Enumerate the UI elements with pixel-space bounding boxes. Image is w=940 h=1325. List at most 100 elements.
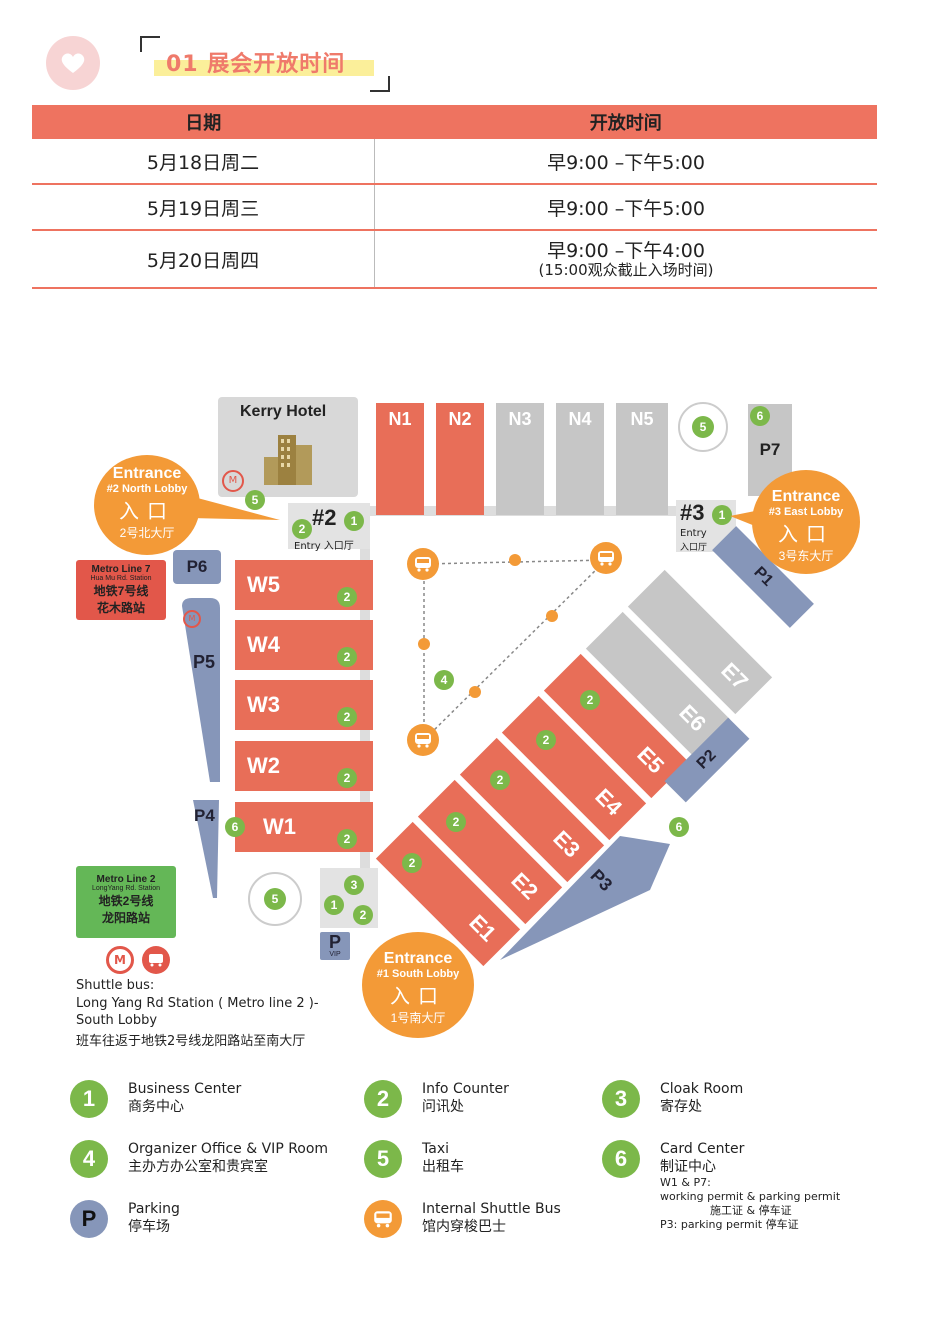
title-bracket-right xyxy=(370,76,390,92)
hall-label: E5 xyxy=(632,741,670,779)
table-row: 5月19日周三 早9:00 –下午5:00 xyxy=(32,184,877,231)
title-highlight xyxy=(154,60,374,76)
shuttle-stop-icon xyxy=(407,724,439,756)
info-counter-marker: 2 xyxy=(337,707,357,727)
legend-cn: 主办方办公室和贵宾室 xyxy=(128,1159,268,1175)
shuttle-route xyxy=(418,554,608,742)
shuttle-stop-icon xyxy=(590,542,622,574)
time-cell: 早9:00 –下午4:00 (15:00观众截止入场时间) xyxy=(374,230,877,289)
entrance-title: Entrance xyxy=(383,950,453,967)
metro-logo-icon: M xyxy=(222,470,244,492)
legend-cn: 停车场 xyxy=(128,1219,170,1235)
info-counter-icon: 2 xyxy=(364,1080,402,1118)
entrance-north[interactable]: Entrance #2 North Lobby 入口 2号北大厅 xyxy=(94,455,200,555)
info-counter-marker: 2 xyxy=(337,647,357,667)
legend-cn: 问讯处 xyxy=(422,1099,464,1115)
legend-en: Info Counter xyxy=(422,1081,509,1097)
parking-p4-label[interactable]: P4 xyxy=(194,806,215,825)
hall-n5[interactable]: N5 xyxy=(616,403,668,515)
entrance-south[interactable]: Entrance #1 South Lobby 入口 1号南大厅 xyxy=(362,932,474,1038)
shuttle-note-line2: Long Yang Rd Station ( Metro line 2 )- xyxy=(76,996,319,1011)
info-counter-marker: 2 xyxy=(292,519,312,539)
parking-label: P7 xyxy=(759,440,781,459)
table-row: 5月20日周四 早9:00 –下午4:00 (15:00观众截止入场时间) xyxy=(32,230,877,289)
parking-label: P2 xyxy=(693,746,720,773)
entry-3-label-en: Entry xyxy=(680,528,707,539)
title-bracket-left xyxy=(140,36,160,52)
heart-icon-badge xyxy=(46,36,100,90)
legend-detail: W1 & P7: xyxy=(660,1176,711,1189)
business-center-marker: 1 xyxy=(712,505,732,525)
parking-p5-label[interactable]: P5 xyxy=(193,652,216,672)
entrance-title: Entrance xyxy=(112,465,182,482)
column-header-date: 日期 xyxy=(32,105,375,139)
time-value: 早9:00 –下午4:00 xyxy=(547,239,705,262)
hall-label: W5 xyxy=(247,572,280,597)
entrance-cn: 入口 xyxy=(778,524,834,546)
hall-label: W3 xyxy=(247,692,280,717)
parking-p3[interactable] xyxy=(490,820,675,965)
legend-detail: 施工证 & 停车证 xyxy=(710,1204,792,1217)
info-counter-marker: 2 xyxy=(402,853,422,873)
shuttle-stop-icon xyxy=(407,548,439,580)
hall-label: E4 xyxy=(590,783,628,821)
hall-label: N1 xyxy=(388,409,412,429)
hotel-label: Kerry Hotel xyxy=(240,403,327,420)
info-counter-marker: 2 xyxy=(353,905,373,925)
hall-label: N5 xyxy=(630,409,654,429)
legend-cn: 出租车 xyxy=(422,1159,464,1175)
metro-line7-sign: Metro Line 7 Hua Mu Rd. Station 地铁7号线 花木… xyxy=(76,560,166,620)
metro-logo-icon: M xyxy=(183,610,201,628)
metro-line: Metro Line 7 xyxy=(91,564,151,575)
taxi-icon: 5 xyxy=(364,1140,402,1178)
shuttle-note-line4: 班车往返于地铁2号线龙阳路站至南大厅 xyxy=(76,1034,306,1049)
parking-label: P6 xyxy=(186,557,208,576)
time-note: (15:00观众截止入场时间) xyxy=(538,260,714,279)
entrance-cn2: 2号北大厅 xyxy=(119,526,175,540)
metro-cn1: 地铁7号线 xyxy=(93,584,149,598)
hall-label: N2 xyxy=(448,409,472,429)
title-text: 01 展会开放时间 xyxy=(166,52,346,77)
entry-2-number: #2 xyxy=(312,505,337,530)
hall-n2[interactable]: N2 xyxy=(436,403,484,515)
info-counter-marker: 2 xyxy=(446,812,466,832)
date-cell: 5月19日周三 xyxy=(32,184,375,231)
info-counter-marker: 2 xyxy=(337,587,357,607)
metro-cn2: 龙阳路站 xyxy=(101,911,150,925)
hall-label: N4 xyxy=(568,409,592,429)
card-center-marker: 6 xyxy=(669,817,689,837)
hall-n4[interactable]: N4 xyxy=(556,403,604,515)
entrance-east[interactable]: Entrance #3 East Lobby 入口 3号东大厅 xyxy=(752,470,860,574)
hall-w5[interactable]: W5 xyxy=(235,560,373,610)
info-counter-marker: 2 xyxy=(580,690,600,710)
schedule-table: 日期 开放时间 5月18日周二 早9:00 –下午5:00 5月19日周三 早9… xyxy=(32,105,877,289)
taxi-marker: 5 xyxy=(264,888,286,910)
section-title: 01 展会开放时间 xyxy=(140,36,390,92)
entrance-cn: 入口 xyxy=(119,501,175,523)
hall-w4[interactable]: W4 xyxy=(235,620,373,670)
date-cell: 5月20日周四 xyxy=(32,230,375,289)
taxi-marker: 5 xyxy=(245,490,265,510)
hall-n3[interactable]: N3 xyxy=(496,403,544,515)
metro-cn1: 地铁2号线 xyxy=(98,894,154,908)
info-counter-marker: 2 xyxy=(337,829,357,849)
taxi-marker: 5 xyxy=(692,416,714,438)
legend-info-counter: 2 Info Counter 问讯处 xyxy=(364,1080,509,1118)
table-row: 5月18日周二 早9:00 –下午5:00 xyxy=(32,139,877,185)
hall-label: W1 xyxy=(263,814,296,839)
legend-detail: working permit & parking permit xyxy=(660,1190,841,1203)
hall-label: W4 xyxy=(247,632,280,657)
parking-p6[interactable]: P6 xyxy=(173,550,221,584)
metro-cn2: 花木路站 xyxy=(96,601,145,615)
hall-n1[interactable]: N1 xyxy=(376,403,424,515)
card-center-marker: 6 xyxy=(750,406,770,426)
entry-2-label: Entry 入口厅 xyxy=(294,541,354,552)
parking-p4-shape xyxy=(193,800,219,898)
legend-en: Parking xyxy=(128,1201,180,1217)
shuttle-bus-icon xyxy=(364,1200,402,1238)
legend-en: Internal Shuttle Bus xyxy=(422,1201,561,1217)
